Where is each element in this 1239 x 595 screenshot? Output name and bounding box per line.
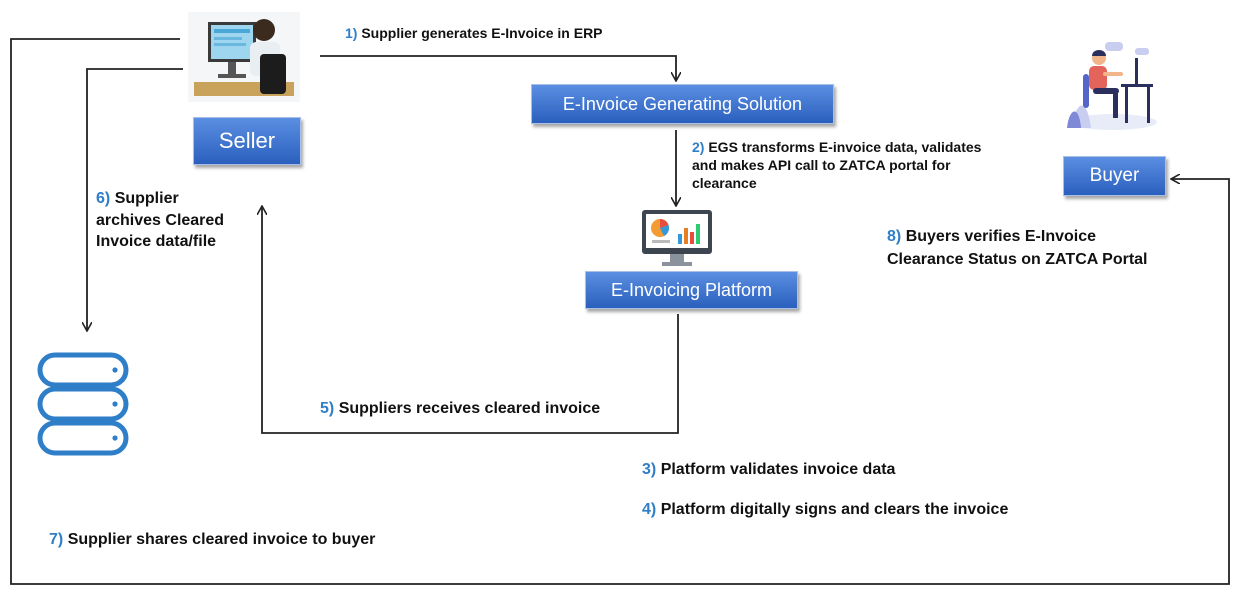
buyer-node: Buyer [1063,156,1166,196]
step-1-number: 1) [345,25,358,41]
platform-node: E-Invoicing Platform [585,271,798,309]
step-3-number: 3) [642,461,657,478]
step-8-line-1: Buyers verifies E-Invoice [905,228,1096,245]
step-2-number: 2) [692,139,705,155]
step-8-number: 8) [887,228,902,245]
database-icon [37,352,129,456]
step-6-line-1: Supplier [114,190,179,207]
step-7-text: Supplier shares cleared invoice to buyer [67,531,376,548]
arrow-seller-to-database [87,68,183,330]
arrow-seller-to-buyer [10,38,1230,585]
step-2-line-3: clearance [692,175,757,192]
arrow-seller-to-egs [320,55,676,80]
step-4-number: 4) [642,501,657,518]
platform-monitor-charts-icon [642,210,712,266]
step-3-text: Platform validates invoice data [660,461,896,478]
egs-node: E-Invoice Generating Solution [531,84,834,124]
step-1-label: 1) Supplier generates E-Invoice in ERP [345,24,603,42]
step-6-label: 6) Supplier archives Cleared Invoice dat… [96,188,224,253]
step-6-number: 6) [96,190,111,207]
step-8-label: 8) Buyers verifies E-Invoice Clearance S… [887,225,1148,271]
step-6-line-2: archives Cleared [96,211,225,229]
buyer-person-desk-icon [1067,42,1157,130]
seller-person-computer-icon [188,12,300,102]
step-1-text: Supplier generates E-Invoice in ERP [361,25,603,41]
step-3-label: 3) Platform validates invoice data [642,460,895,481]
step-2-line-2: and makes API call to ZATCA portal for [692,157,951,174]
seller-node: Seller [193,117,301,165]
step-8-line-2: Clearance Status on ZATCA Portal [887,251,1148,269]
step-5-label: 5) Suppliers receives cleared invoice [320,399,600,420]
step-7-number: 7) [49,531,64,548]
step-5-number: 5) [320,400,335,417]
step-2-label: 2) EGS transforms E-invoice data, valida… [692,138,981,193]
arrow-platform-to-seller [262,207,679,434]
step-2-line-1: EGS transforms E-invoice data, validates [708,139,982,155]
step-4-text: Platform digitally signs and clears the … [660,501,1009,518]
step-6-line-3: Invoice data/file [96,233,217,251]
step-7-label: 7) Supplier shares cleared invoice to bu… [49,530,375,551]
step-4-label: 4) Platform digitally signs and clears t… [642,500,1008,521]
step-5-text: Suppliers receives cleared invoice [338,400,601,417]
